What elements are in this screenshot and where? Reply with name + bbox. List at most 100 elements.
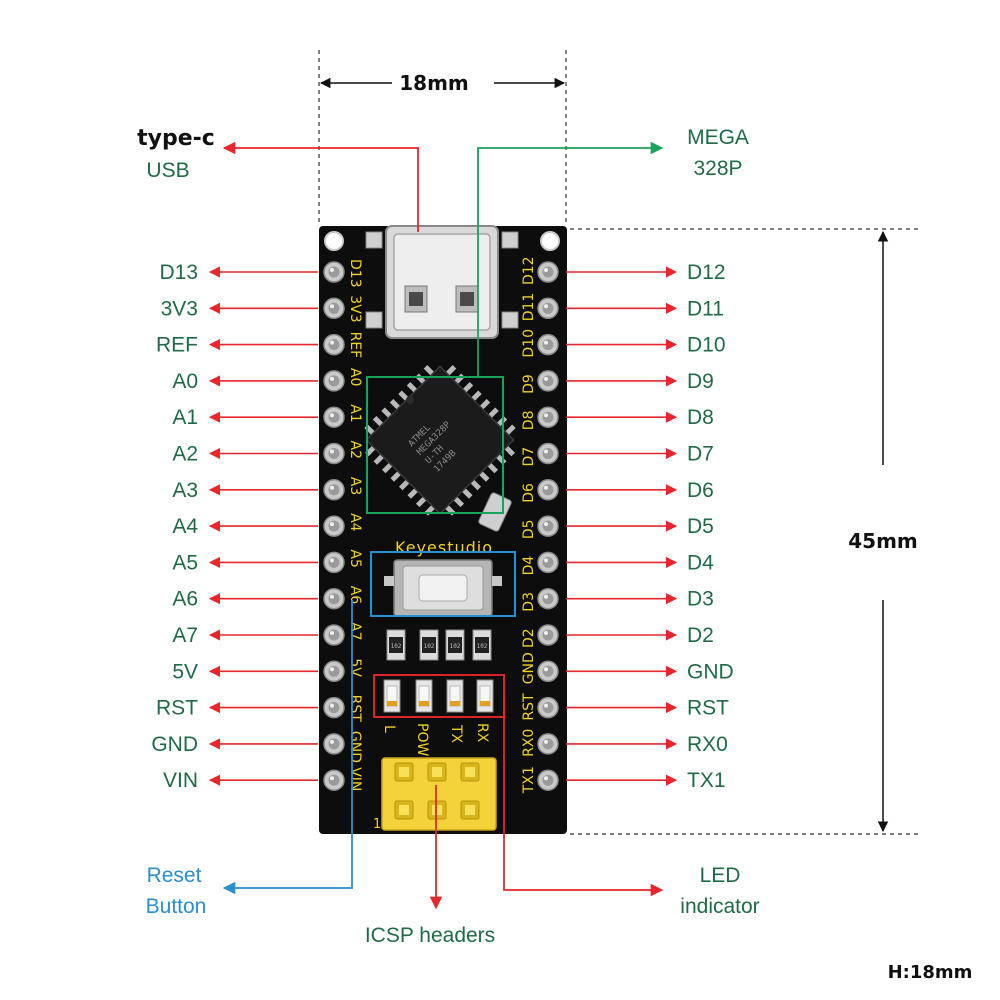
pin-callout-right: D11	[566, 297, 724, 320]
pin-callout-right: GND	[566, 660, 734, 683]
mcu-callout-line1: MEGA	[687, 126, 749, 149]
icsp-callout-label: ICSP headers	[365, 924, 495, 947]
header-pin-right	[537, 660, 559, 683]
header-pin-right	[537, 297, 559, 320]
mega328p-chip: ATMEL MEGA328P U-TH 1749B	[364, 365, 516, 516]
smd-led	[415, 679, 433, 713]
pin-label: 5V	[172, 660, 198, 683]
pin-label: A1	[172, 406, 198, 429]
mounting-hole	[324, 231, 344, 251]
led-array	[383, 679, 494, 713]
right-silk-label: D3	[521, 592, 537, 612]
header-pin-right	[537, 370, 559, 392]
usb-callout-line2: USB	[146, 159, 189, 182]
right-silk-label: D11	[521, 293, 537, 322]
header-pin-left	[323, 660, 345, 683]
left-silk-label: A7	[347, 622, 363, 640]
header-pin-left	[323, 479, 345, 501]
left-silk-label: 5V	[347, 658, 363, 677]
left-silk-label: GND	[347, 731, 363, 763]
right-silk-label: GND	[521, 652, 537, 684]
left-silk-label: A0	[347, 368, 363, 386]
resistor-code: 102	[450, 643, 461, 650]
icsp-pin	[427, 800, 447, 820]
header-pin-right	[537, 515, 559, 537]
led-label-l: L	[381, 725, 397, 733]
pin-callout-right: RST	[566, 697, 729, 720]
led-label-rx: RX	[474, 723, 490, 743]
led-label-tx: TX	[448, 724, 464, 744]
pin-callout-right: D4	[566, 551, 714, 574]
pin-label: A4	[172, 515, 198, 538]
resistor-code: 102	[424, 643, 435, 650]
header-pin-left	[323, 551, 345, 574]
pin-callout-left: D13	[159, 261, 318, 284]
led-highlight-box	[373, 674, 505, 718]
reset-button[interactable]	[384, 559, 502, 617]
icsp-pin	[394, 800, 414, 820]
header-pin-left	[323, 769, 345, 791]
left-silk-label: A3	[347, 477, 363, 495]
pin-callout-right: D9	[566, 370, 714, 393]
pin-callout-left: REF	[156, 334, 318, 357]
header-pin-left	[323, 261, 345, 283]
smd-resistor: 102	[419, 629, 439, 661]
pin-label: REF	[156, 334, 198, 357]
header-pin-left	[323, 297, 345, 320]
resistor-code: 102	[391, 643, 402, 650]
reset-callout: Reset Button	[146, 600, 353, 918]
pin-label: D3	[687, 588, 714, 611]
left-silk-label: A1	[347, 404, 363, 422]
pin-callout-right: D8	[566, 406, 714, 429]
header-pin-left	[323, 406, 345, 428]
left-silk-label: A2	[347, 441, 363, 459]
header-pin-right	[537, 261, 559, 283]
smd-led	[383, 679, 401, 713]
reset-callout-line2: Button	[146, 895, 207, 918]
pin-callout-right: D2	[566, 624, 714, 647]
left-silk-label: A6	[347, 586, 363, 605]
led-callout-line1: LED	[700, 864, 741, 887]
left-silk-label: REF	[347, 332, 363, 359]
left-silk-label: D13	[347, 259, 363, 288]
pin-label: D4	[687, 551, 714, 574]
pin-callout-left: 3V3	[161, 297, 318, 320]
right-silk-label: D5	[521, 519, 537, 539]
resistor-code: 102	[477, 643, 488, 650]
header-pin-left	[323, 442, 345, 465]
pin-callout-right: D12	[566, 261, 726, 284]
pin-label: A3	[172, 479, 198, 502]
header-pin-right	[537, 769, 559, 791]
width-dimension: 18mm	[318, 50, 567, 225]
pin-callout-right: D5	[566, 515, 714, 538]
left-silk-label: 3V3	[347, 295, 363, 322]
pin-callout-left: A4	[172, 515, 318, 538]
header-pin-right	[537, 587, 559, 610]
pin-callout-left: A6	[172, 588, 318, 611]
header-pin-left	[323, 696, 345, 719]
header-pin-left	[323, 370, 345, 392]
pin-label: D9	[687, 370, 714, 393]
pin-label: D13	[159, 261, 198, 284]
right-silk-label: D8	[521, 411, 537, 431]
left-silk-label: RST	[347, 695, 363, 723]
pin-callout-left: VIN	[163, 769, 318, 792]
width-dimension-label: 18mm	[399, 71, 469, 95]
pin-label: D2	[687, 624, 714, 647]
pin-label: TX1	[687, 769, 726, 792]
header-pin-right	[537, 733, 559, 755]
icsp-pin	[460, 800, 480, 820]
pin-callout-left: A2	[172, 443, 318, 466]
pin-label: D6	[687, 479, 714, 502]
left-silk-label: VIN	[347, 767, 363, 791]
right-silk-label: D2	[521, 628, 537, 648]
header-pin-right	[537, 624, 559, 646]
pin-callout-right: D3	[566, 588, 714, 611]
pin-label: VIN	[163, 769, 198, 792]
pin-callout-left: 5V	[172, 660, 318, 683]
header-pin-right	[537, 406, 559, 428]
pin-callout-left: A3	[172, 479, 318, 502]
right-silk-label: D9	[521, 374, 537, 394]
smd-resistor: 102	[472, 629, 492, 661]
